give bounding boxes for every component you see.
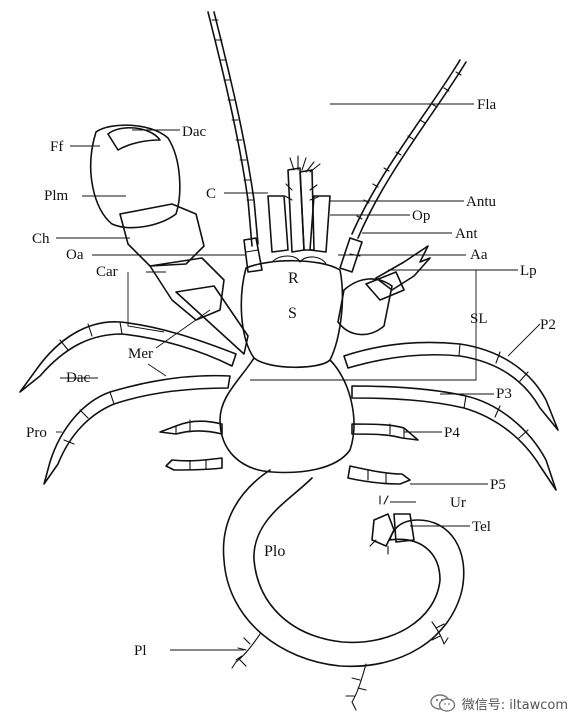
label-ch: Ch xyxy=(32,231,50,247)
right-cheliped xyxy=(337,245,431,336)
carapace xyxy=(219,255,355,474)
label-mer: Mer xyxy=(128,346,153,362)
pleopods xyxy=(231,621,449,711)
label-p2: P2 xyxy=(540,317,556,333)
label-lp: Lp xyxy=(520,263,537,279)
labels: Fla Dac Ff Plm C Antu Op Ch Ant Oa Aa Ca… xyxy=(26,97,556,659)
label-ff: Ff xyxy=(50,139,63,155)
wechat-icon xyxy=(430,694,455,712)
antennae xyxy=(207,11,467,247)
label-op: Op xyxy=(412,208,430,224)
walking-legs xyxy=(19,321,559,491)
label-pro: Pro xyxy=(26,425,47,441)
label-s: S xyxy=(288,305,297,322)
label-antu: Antu xyxy=(466,194,497,210)
uropods-telson xyxy=(369,495,415,555)
label-aa: Aa xyxy=(470,247,488,263)
watermark: 微信号: iltawcom xyxy=(430,693,568,713)
left-cheliped xyxy=(90,124,249,355)
label-plo: Plo xyxy=(264,543,285,560)
pleon xyxy=(222,469,465,668)
label-oa: Oa xyxy=(66,247,84,263)
leader-lines xyxy=(56,103,541,651)
label-tel: Tel xyxy=(472,519,491,535)
eyestalks xyxy=(267,155,331,253)
label-sl: SL xyxy=(470,311,488,327)
label-p5: P5 xyxy=(490,477,506,493)
label-ant: Ant xyxy=(455,226,478,242)
label-car: Car xyxy=(96,264,118,280)
label-dac-leg: Dac xyxy=(66,370,90,386)
label-dac-claw: Dac xyxy=(182,124,206,140)
watermark-text: 微信号: iltawcom xyxy=(461,697,568,713)
label-ur: Ur xyxy=(450,495,466,511)
label-fla: Fla xyxy=(477,97,497,113)
label-plm: Plm xyxy=(44,188,69,204)
label-p4: P4 xyxy=(444,425,460,441)
label-p3: P3 xyxy=(496,386,512,402)
label-r: R xyxy=(288,270,299,287)
label-c: C xyxy=(206,186,216,202)
label-pl: Pl xyxy=(134,643,147,659)
